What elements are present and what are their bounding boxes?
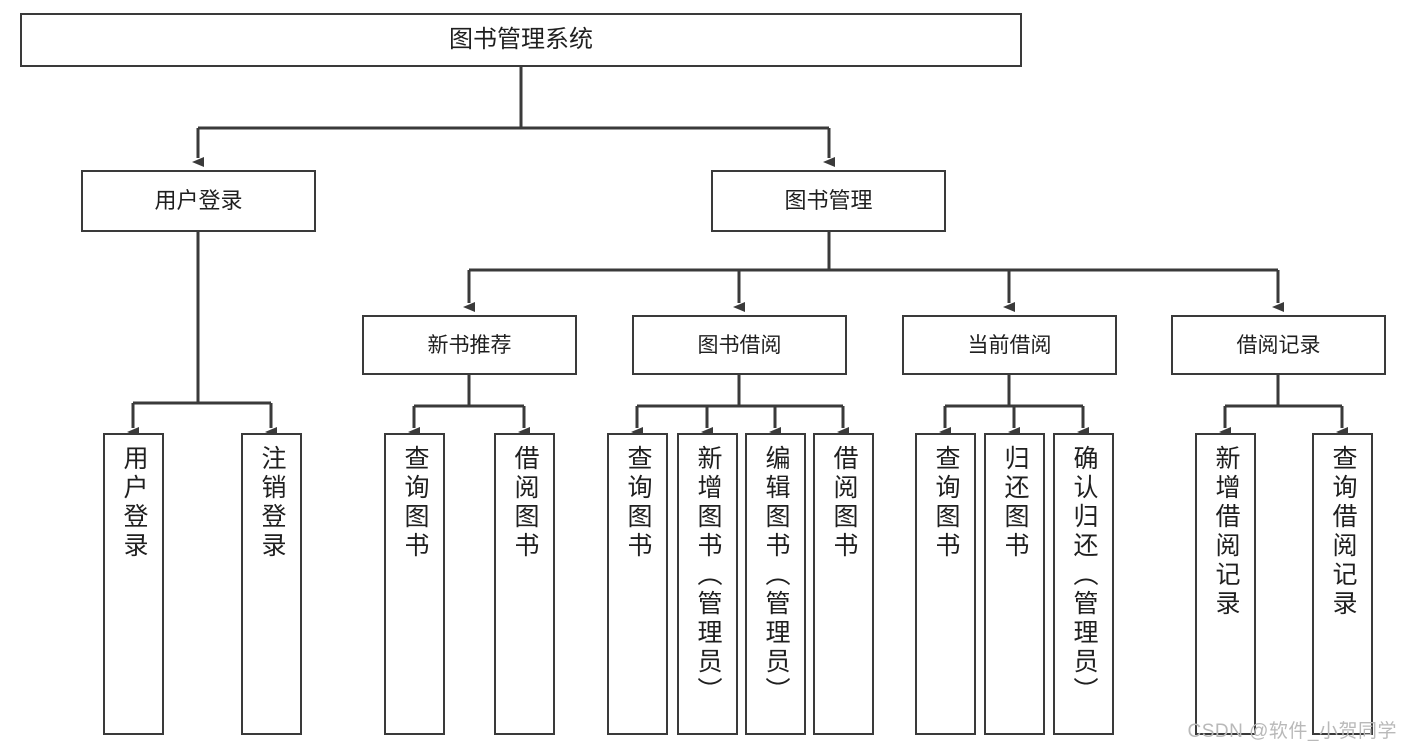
node-leaf-borrow-book-2[interactable]: 借阅图书 (813, 433, 874, 735)
node-label: 注销登录 (258, 445, 286, 561)
node-label: 借阅图书 (511, 445, 539, 561)
node-root-system[interactable]: 图书管理系统 (20, 13, 1022, 67)
node-label: 借阅图书 (830, 445, 858, 561)
node-label: 确认归还（管理员） (1070, 445, 1098, 706)
node-leaf-query-record[interactable]: 查询借阅记录 (1312, 433, 1373, 735)
csdn-watermark: CSDN @软件_小贺同学 (1187, 721, 1397, 742)
node-leaf-return-book[interactable]: 归还图书 (984, 433, 1045, 735)
node-current-borrow[interactable]: 当前借阅 (902, 315, 1117, 375)
node-label: 编辑图书（管理员） (762, 445, 790, 706)
node-label: 新增借阅记录 (1212, 445, 1240, 619)
node-label: 查询图书 (624, 445, 652, 561)
node-label: 当前借阅 (967, 333, 1052, 357)
node-leaf-user-login[interactable]: 用户登录 (103, 433, 164, 735)
node-label: 图书借阅 (697, 333, 782, 357)
node-borrow-record[interactable]: 借阅记录 (1171, 315, 1386, 375)
node-label: 图书管理系统 (449, 26, 593, 53)
node-leaf-edit-book[interactable]: 编辑图书（管理员） (745, 433, 806, 735)
node-user-login[interactable]: 用户登录 (81, 170, 316, 232)
node-leaf-query-book-3[interactable]: 查询图书 (915, 433, 976, 735)
node-label: 用户登录 (154, 188, 243, 213)
node-leaf-confirm-return[interactable]: 确认归还（管理员） (1053, 433, 1114, 735)
node-new-book-rec[interactable]: 新书推荐 (362, 315, 577, 375)
node-leaf-add-book[interactable]: 新增图书（管理员） (677, 433, 738, 735)
node-label: 新增图书（管理员） (694, 445, 722, 706)
node-leaf-logout[interactable]: 注销登录 (241, 433, 302, 735)
node-book-manage[interactable]: 图书管理 (711, 170, 946, 232)
node-leaf-query-book-1[interactable]: 查询图书 (384, 433, 445, 735)
node-label: 查询图书 (932, 445, 960, 561)
node-label: 图书管理 (784, 188, 873, 213)
node-label: 归还图书 (1001, 445, 1029, 561)
node-label: 用户登录 (120, 445, 148, 561)
node-label: 查询图书 (401, 445, 429, 561)
node-leaf-query-book-2[interactable]: 查询图书 (607, 433, 668, 735)
node-leaf-borrow-book-1[interactable]: 借阅图书 (494, 433, 555, 735)
node-label: 新书推荐 (427, 333, 512, 357)
node-book-borrow[interactable]: 图书借阅 (632, 315, 847, 375)
node-label: 借阅记录 (1236, 333, 1321, 357)
node-label: 查询借阅记录 (1329, 445, 1357, 619)
node-leaf-add-record[interactable]: 新增借阅记录 (1195, 433, 1256, 735)
